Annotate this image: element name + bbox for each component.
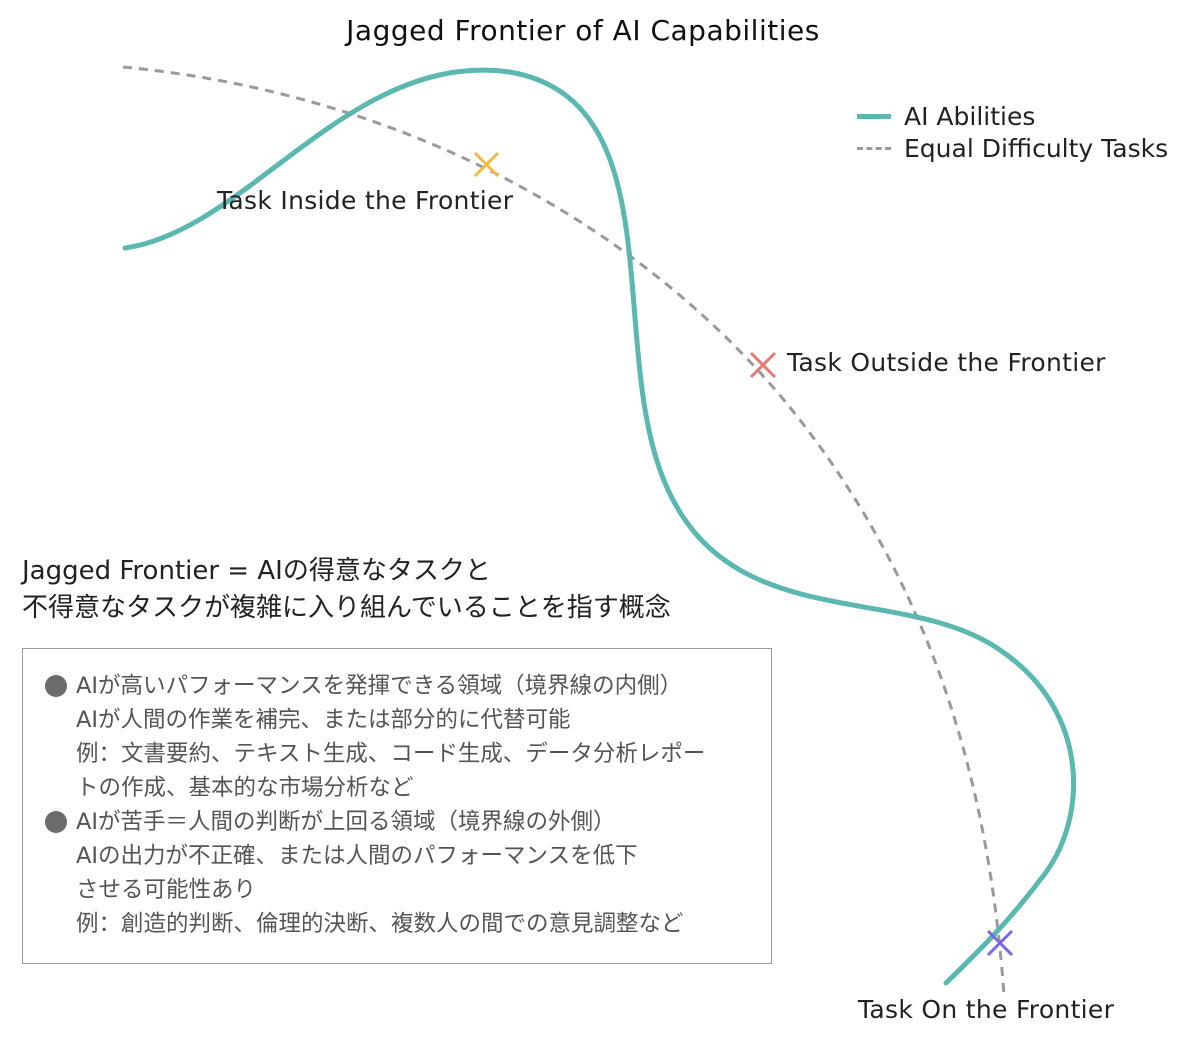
equal-difficulty-dashed-curve [122,65,1006,996]
bad-line-1: AIの出力が不正確、または人間のパフォーマンスを低下 [76,843,638,869]
good-line-2: 例：文書要約、テキスト生成、コード生成、データ分析レポー [76,741,706,767]
definition-line-2: 不得意なタスクが複雑に入り組んでいることを指す概念 [22,593,671,623]
legend-label-ai-abilities: AI Abilities [904,101,1036,131]
bullet-dot-icon [45,675,67,697]
legend-label-equal-difficulty: Equal Difficulty Tasks [904,133,1169,163]
task-inside-marker-x-icon [473,151,500,178]
bullet-bad-area: AIが苦手＝人間の判断が上回る領域（境界線の外側） [45,805,753,839]
legend: AI Abilities Equal Difficulty Tasks [857,100,1168,164]
bullet-dot-icon [45,811,67,833]
good-line-3: トの作成、基本的な市場分析など [76,775,414,801]
legend-item-equal-difficulty: Equal Difficulty Tasks [857,132,1168,164]
definition-text: Jagged Frontier = AIの得意なタスクと 不得意なタスクが複雑に… [22,553,671,627]
bullet-good-area: AIが高いパフォーマンスを発揮できる領域（境界線の内側） [45,669,753,703]
legend-solid-swatch [857,113,891,119]
bad-line-3: 例：創造的判断、倫理的決断、複数人の間での意見調整など [76,911,684,937]
bullet-good-heading: AIが高いパフォーマンスを発揮できる領域（境界線の内側） [76,673,683,699]
task-outside-marker-x-icon [749,351,777,379]
label-task-outside: Task Outside the Frontier [787,348,1106,377]
bad-line-2: させる可能性あり [76,877,257,903]
legend-item-ai-abilities: AI Abilities [857,100,1168,132]
page-title: Jagged Frontier of AI Capabilities [346,14,820,47]
bullet-bad-heading: AIが苦手＝人間の判断が上回る領域（境界線の外側） [76,809,616,835]
good-line-1: AIが人間の作業を補完、または部分的に代替可能 [76,707,571,733]
ai-abilities-curve [122,67,1077,986]
label-task-inside: Task Inside the Frontier [217,186,514,215]
definition-line-1: Jagged Frontier = AIの得意なタスクと [22,556,491,586]
info-box: AIが高いパフォーマンスを発揮できる領域（境界線の内側） AIが人間の作業を補完… [22,648,772,964]
legend-dashed-swatch [857,146,891,150]
task-on-marker-x-icon [986,929,1014,957]
label-task-on: Task On the Frontier [858,995,1115,1024]
